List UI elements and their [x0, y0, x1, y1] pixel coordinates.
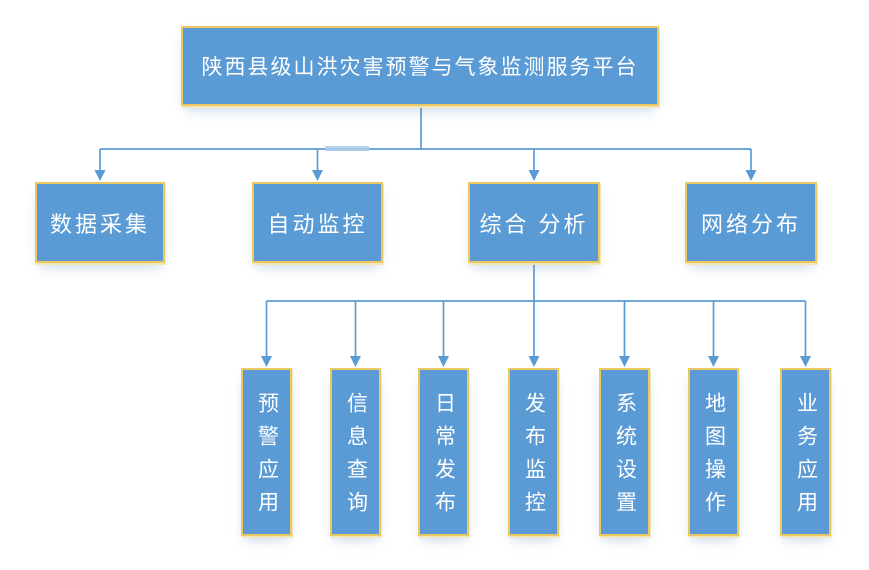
node-info-query: 信息查询: [330, 368, 381, 536]
arrow-down-icon: [528, 170, 540, 181]
node-release-monitoring: 发布监控: [508, 368, 559, 536]
node-auto-monitoring: 自动监控: [252, 182, 383, 263]
node-platform-root: 陕西县级山洪灾害预警与气象监测服务平台: [181, 26, 659, 106]
arrow-down-icon: [94, 170, 106, 181]
arrow-down-icon: [708, 356, 719, 367]
node-system-settings: 系统设置: [599, 368, 650, 536]
arrow-down-icon: [438, 356, 449, 367]
node-map-operations: 地图操作: [688, 368, 739, 536]
node-daily-release: 日常发布: [418, 368, 469, 536]
arrow-down-icon: [261, 356, 272, 367]
node-comprehensive-analysis: 综合 分析: [468, 182, 600, 263]
node-business-application-label: 业务应用: [794, 392, 818, 524]
level2-connectors: [261, 263, 811, 367]
node-warning-application-label: 预警应用: [255, 392, 279, 524]
node-business-application: 业务应用: [780, 368, 831, 536]
node-release-monitoring-label: 发布监控: [522, 392, 546, 524]
level1-connectors: [94, 106, 757, 181]
arrow-down-icon: [350, 356, 361, 367]
arrow-down-icon: [312, 170, 323, 181]
node-comprehensive-analysis-label: 综合 分析: [479, 211, 589, 237]
node-warning-application: 预警应用: [241, 368, 292, 536]
node-network-distribution-label: 网络分布: [700, 211, 801, 237]
arrow-down-icon: [619, 356, 630, 367]
node-data-collection: 数据采集: [35, 182, 165, 263]
arrow-down-icon: [528, 356, 540, 367]
artifact-line-segment: [325, 146, 369, 151]
node-data-collection-label: 数据采集: [49, 211, 150, 237]
node-system-settings-label: 系统设置: [613, 392, 637, 524]
node-daily-release-label: 日常发布: [432, 392, 456, 524]
node-platform-root-label: 陕西县级山洪灾害预警与气象监测服务平台: [201, 56, 639, 79]
node-map-operations-label: 地图操作: [702, 392, 726, 524]
arrow-down-icon: [800, 356, 811, 367]
node-info-query-label: 信息查询: [344, 392, 368, 524]
node-auto-monitoring-label: 自动监控: [267, 211, 368, 237]
arrow-down-icon: [745, 170, 757, 181]
node-network-distribution: 网络分布: [685, 182, 817, 263]
